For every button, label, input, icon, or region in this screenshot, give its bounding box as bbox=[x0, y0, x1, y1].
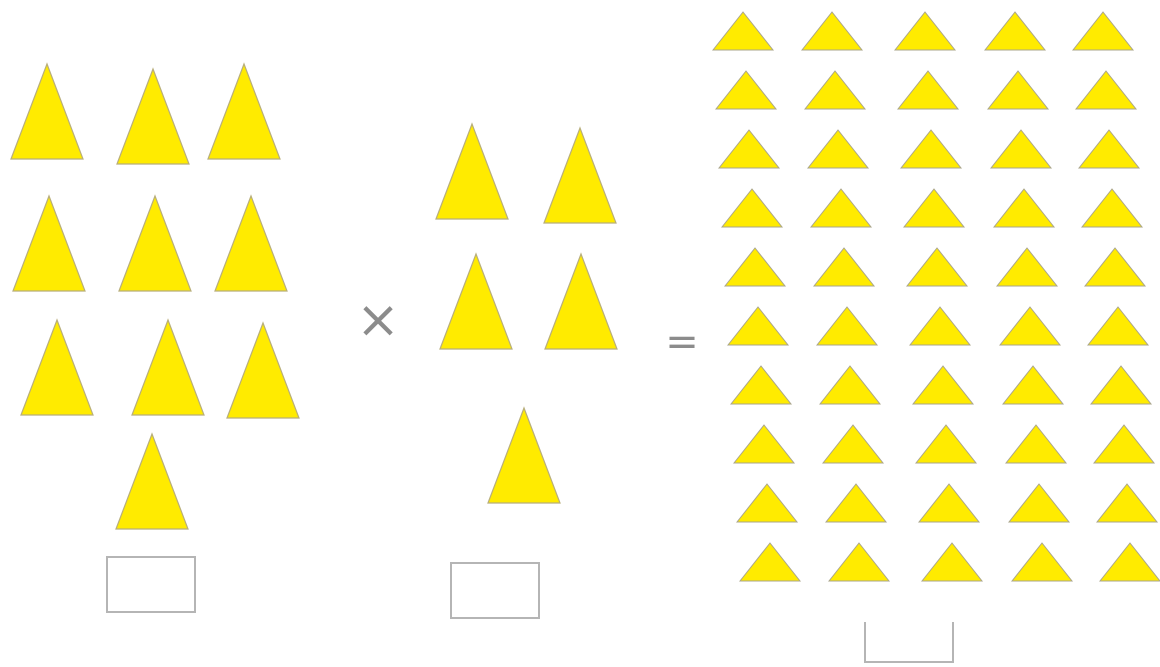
small-triangle bbox=[911, 365, 975, 405]
small-triangle bbox=[800, 11, 864, 51]
small-triangle bbox=[899, 129, 963, 169]
small-triangle bbox=[1086, 306, 1150, 346]
small-triangle bbox=[998, 306, 1062, 346]
small-triangle bbox=[729, 365, 793, 405]
triangle bbox=[118, 194, 192, 292]
small-triangle bbox=[983, 11, 1047, 51]
multiply-sign: × bbox=[356, 290, 400, 350]
small-triangle bbox=[1007, 483, 1071, 523]
triangle bbox=[544, 252, 618, 350]
first-factor-triangle-group bbox=[10, 62, 300, 530]
small-triangle bbox=[717, 129, 781, 169]
small-triangle bbox=[1001, 365, 1065, 405]
small-triangle bbox=[986, 70, 1050, 110]
small-triangle bbox=[732, 424, 796, 464]
triangle bbox=[435, 122, 509, 220]
triangle bbox=[439, 252, 513, 350]
second-factor-answer-box[interactable] bbox=[450, 562, 540, 619]
small-triangle bbox=[1010, 542, 1074, 582]
small-triangle bbox=[914, 424, 978, 464]
small-triangle bbox=[806, 129, 870, 169]
small-triangle bbox=[812, 247, 876, 287]
triangle bbox=[214, 194, 288, 292]
small-triangle bbox=[821, 424, 885, 464]
small-triangle bbox=[1089, 365, 1153, 405]
triangle bbox=[487, 406, 561, 504]
small-triangle bbox=[738, 542, 802, 582]
small-triangle bbox=[905, 247, 969, 287]
triangle bbox=[10, 62, 84, 160]
small-triangle bbox=[992, 188, 1056, 228]
triangle bbox=[115, 432, 189, 530]
small-triangle bbox=[723, 247, 787, 287]
small-triangle bbox=[803, 70, 867, 110]
product-triangle-grid bbox=[711, 11, 1160, 582]
small-triangle bbox=[818, 365, 882, 405]
small-triangle bbox=[1098, 542, 1160, 582]
triangle bbox=[116, 67, 190, 165]
triangle bbox=[207, 62, 281, 160]
first-factor-answer-box[interactable] bbox=[106, 556, 196, 613]
small-triangle bbox=[1092, 424, 1156, 464]
triangle bbox=[131, 318, 205, 416]
small-triangle bbox=[896, 70, 960, 110]
product-answer-box[interactable] bbox=[864, 622, 954, 663]
small-triangle bbox=[1071, 11, 1135, 51]
small-triangle bbox=[726, 306, 790, 346]
small-triangle bbox=[1077, 129, 1141, 169]
small-triangle bbox=[902, 188, 966, 228]
small-triangle bbox=[1080, 188, 1144, 228]
small-triangle bbox=[893, 11, 957, 51]
small-triangle bbox=[920, 542, 984, 582]
equals-sign: = bbox=[665, 319, 699, 365]
triangle bbox=[543, 126, 617, 224]
small-triangle bbox=[995, 247, 1059, 287]
small-triangle bbox=[720, 188, 784, 228]
small-triangle bbox=[1004, 424, 1068, 464]
small-triangle bbox=[714, 70, 778, 110]
triangle bbox=[20, 318, 94, 416]
small-triangle bbox=[1074, 70, 1138, 110]
triangle bbox=[12, 194, 86, 292]
small-triangle bbox=[908, 306, 972, 346]
small-triangle bbox=[917, 483, 981, 523]
small-triangle bbox=[815, 306, 879, 346]
small-triangle bbox=[1083, 247, 1147, 287]
small-triangle bbox=[989, 129, 1053, 169]
small-triangle bbox=[827, 542, 891, 582]
small-triangle bbox=[1095, 483, 1159, 523]
small-triangle bbox=[809, 188, 873, 228]
small-triangle bbox=[711, 11, 775, 51]
small-triangle bbox=[735, 483, 799, 523]
small-triangle bbox=[824, 483, 888, 523]
triangle bbox=[226, 321, 300, 419]
second-factor-triangle-group bbox=[435, 122, 618, 504]
